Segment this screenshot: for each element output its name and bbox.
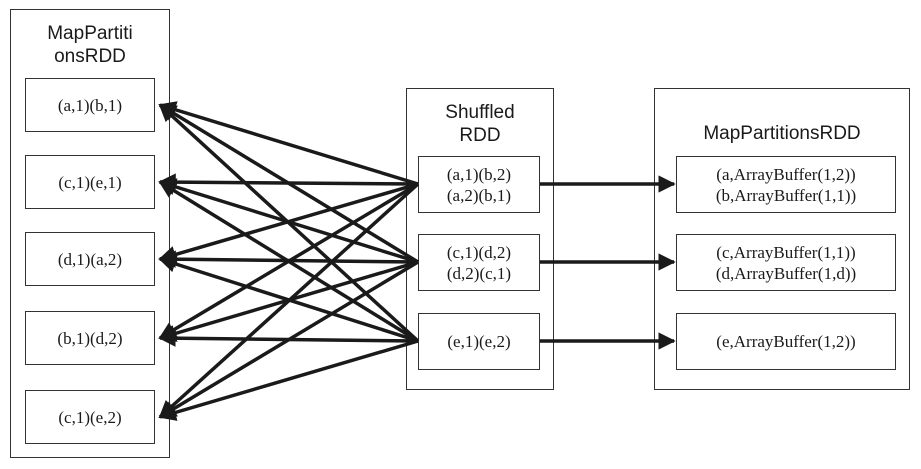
right-partition-2-line-2: (d,ArrayBuffer(1,d)) bbox=[715, 263, 857, 283]
shuffle-arrow-3-to-4 bbox=[158, 329, 419, 347]
shuffle-arrow-3-to-3 bbox=[158, 255, 419, 343]
left-partition-1: (a,1)(b,1) bbox=[25, 78, 155, 132]
left-partition-1-text: (a,1)(b,1) bbox=[57, 95, 123, 115]
left-partition-5: (c,1)(e,2) bbox=[25, 390, 155, 444]
shuffle-arrow-3-to-2 bbox=[158, 180, 419, 343]
right-partition-2-line-1: (c,ArrayBuffer(1,1)) bbox=[716, 242, 856, 262]
left-partition-2: (c,1)(e,1) bbox=[25, 155, 155, 209]
right-partition-1-line-1: (a,ArrayBuffer(1,2)) bbox=[716, 164, 856, 184]
middle-partition-2-line-2: (d,2)(c,1) bbox=[446, 263, 512, 283]
left-partition-4-text: (b,1)(d,2) bbox=[57, 328, 123, 348]
right-partition-3-text: (e,ArrayBuffer(1,2)) bbox=[716, 332, 856, 351]
right-partition-2: (c,ArrayBuffer(1,1)) (d,ArrayBuffer(1,d)… bbox=[676, 234, 896, 291]
middle-partition-3-text: (e,1)(e,2) bbox=[447, 332, 511, 351]
shuffle-arrow-3-to-5 bbox=[158, 339, 419, 421]
left-rdd-title-line-1: MapPartiti bbox=[47, 23, 133, 44]
left-partition-2-text: (c,1)(e,1) bbox=[58, 172, 122, 192]
right-partition-1-line-2: (b,ArrayBuffer(1,1)) bbox=[715, 185, 857, 205]
middle-partition-2: (c,1)(d,2) (d,2)(c,1) bbox=[418, 234, 540, 291]
middle-partition-2-line-1: (c,1)(d,2) bbox=[446, 242, 512, 262]
right-partition-3: (e,ArrayBuffer(1,2)) bbox=[676, 313, 896, 370]
shuffle-arrow-1-to-1 bbox=[158, 101, 419, 186]
right-partition-1: (a,ArrayBuffer(1,2)) (b,ArrayBuffer(1,1)… bbox=[676, 156, 896, 213]
shuffle-arrow-2-to-1 bbox=[158, 103, 419, 264]
left-rdd-title-line-2: onsRDD bbox=[54, 46, 126, 67]
middle-rdd-title-line-1: Shuffled bbox=[445, 102, 515, 123]
left-partition-3-text: (d,1)(a,2) bbox=[57, 249, 123, 269]
middle-partition-1-line-2: (a,2)(b,1) bbox=[446, 185, 512, 205]
middle-partition-1: (a,1)(b,2) (a,2)(b,1) bbox=[418, 156, 540, 213]
left-partition-5-text: (c,1)(e,2) bbox=[58, 407, 122, 427]
left-partition-3: (d,1)(a,2) bbox=[25, 232, 155, 286]
middle-rdd-title: Shuffled RDD bbox=[407, 101, 553, 147]
left-rdd-title: MapPartiti onsRDD bbox=[11, 22, 169, 68]
right-rdd-title: MapPartitionsRDD bbox=[655, 122, 909, 145]
shuffle-arrow-3-to-1 bbox=[158, 103, 420, 343]
middle-rdd-title-line-2: RDD bbox=[459, 125, 501, 146]
middle-partition-1-line-1: (a,1)(b,2) bbox=[446, 164, 512, 184]
right-rdd-title-line-1: MapPartitionsRDD bbox=[703, 123, 861, 144]
left-partition-4: (b,1)(d,2) bbox=[25, 311, 155, 365]
middle-partition-3: (e,1)(e,2) bbox=[418, 313, 540, 370]
